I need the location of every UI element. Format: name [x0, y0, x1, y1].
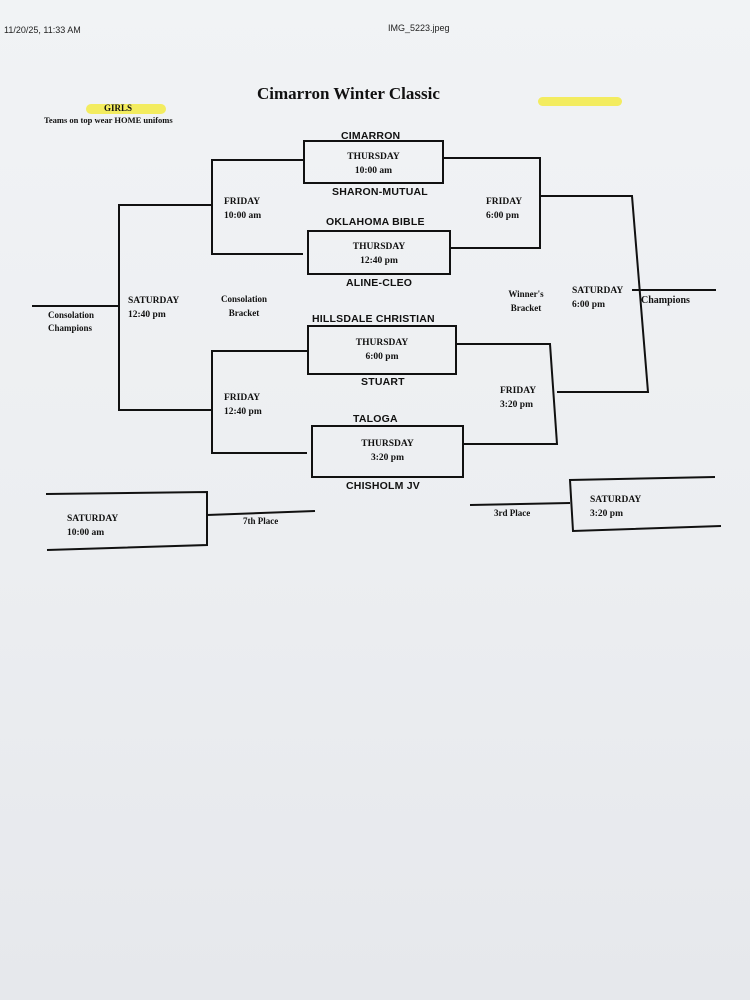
third-place-label: 3rd Place [494, 508, 531, 518]
game-thursday-4: THURSDAY 3:20 pm [311, 437, 464, 465]
team-oklahoma-bible: OKLAHOMA BIBLE [326, 216, 425, 228]
game-time: 10:00 am [354, 166, 393, 176]
game-day: SATURDAY [572, 286, 624, 296]
uniform-note: Teams on top wear HOME unifoms [44, 115, 173, 125]
game-thursday-2: THURSDAY 12:40 pm [307, 240, 451, 268]
game-time: 3:20 pm [500, 400, 533, 410]
game-friday-cons-top: FRIDAY 10:00 am [224, 195, 261, 223]
winners-bracket-label: Winner's Bracket [500, 287, 552, 315]
label-line: Consolation [220, 294, 267, 304]
game-time: 6:00 pm [486, 211, 519, 221]
team-sharon-mutual: SHARON-MUTUAL [332, 186, 428, 198]
line-win-final [540, 195, 650, 393]
team-taloga: TALOGA [353, 413, 398, 425]
game-day: THURSDAY [361, 439, 414, 449]
team-cimarron: CIMARRON [341, 130, 401, 142]
game-day: FRIDAY [486, 197, 523, 207]
game-saturday-cons: SATURDAY 12:40 pm [128, 294, 179, 322]
team-hillsdale-christian: HILLSDALE CHRISTIAN [312, 313, 435, 325]
line-cons-bot [211, 350, 307, 454]
highlight-right [538, 97, 622, 106]
game-box-thursday-1 [303, 140, 444, 184]
line-cons-top [211, 159, 303, 255]
game-time: 10:00 am [224, 211, 262, 221]
game-thursday-1: THURSDAY 10:00 am [303, 150, 444, 178]
game-day: SATURDAY [590, 495, 642, 505]
game-box-thursday-2 [307, 230, 451, 275]
print-filename: IMG_5223.jpeg [388, 23, 450, 33]
game-day: SATURDAY [67, 514, 119, 524]
team-stuart: STUART [361, 376, 405, 388]
print-timestamp: 11/20/25, 11:33 AM [4, 25, 81, 35]
seventh-place-label: 7th Place [243, 516, 279, 526]
line-win-top [443, 157, 541, 249]
game-saturday-7th: SATURDAY 10:00 am [67, 512, 118, 540]
line-3rd-box [568, 476, 722, 533]
game-day: FRIDAY [500, 386, 537, 396]
game-saturday-3rd: SATURDAY 3:20 pm [590, 493, 641, 521]
game-day: FRIDAY [224, 197, 261, 207]
champions-label: Champions [641, 295, 690, 306]
game-box-thursday-4 [311, 425, 464, 478]
game-time: 12:40 pm [128, 310, 166, 320]
game-time: 6:00 pm [365, 352, 399, 362]
line-3rd-place [469, 502, 571, 506]
label-line: Bracket [228, 308, 260, 318]
division-label: GIRLS [104, 103, 133, 113]
game-saturday-champ: SATURDAY 6:00 pm [572, 284, 623, 312]
line-win-bot [456, 343, 559, 445]
game-friday-win-bot: FRIDAY 3:20 pm [500, 384, 536, 412]
game-time: 3:20 pm [371, 453, 404, 463]
label-line: Consolation [48, 310, 95, 320]
game-time: 12:40 pm [360, 256, 398, 266]
game-thursday-3: THURSDAY 6:00 pm [307, 336, 457, 364]
game-friday-cons-bot: FRIDAY 12:40 pm [224, 391, 262, 419]
game-time: 12:40 pm [224, 407, 262, 417]
game-time: 6:00 pm [572, 300, 605, 310]
team-chisholm-jv: CHISHOLM JV [346, 480, 420, 492]
label-line: Bracket [510, 303, 542, 313]
game-time: 10:00 am [67, 528, 105, 538]
line-7th-box [45, 490, 208, 551]
game-day: THURSDAY [355, 338, 409, 348]
consolation-champions-label: Consolation Champions [48, 309, 94, 335]
game-time: 3:20 pm [590, 509, 623, 519]
highlight-girls [86, 104, 166, 114]
line-cons-final [118, 204, 212, 411]
game-box-thursday-3 [307, 325, 457, 375]
game-day: THURSDAY [352, 242, 406, 252]
game-friday-win-top: FRIDAY 6:00 pm [486, 195, 522, 223]
game-day: FRIDAY [224, 393, 261, 403]
label-line: Champions [48, 323, 93, 333]
team-aline-cleo: ALINE-CLEO [346, 277, 413, 289]
game-day: SATURDAY [128, 296, 180, 306]
game-day: THURSDAY [347, 152, 400, 162]
line-7th-place [206, 510, 316, 516]
consolation-bracket-label: Consolation Bracket [212, 292, 276, 320]
label-line: Winner's [508, 289, 544, 299]
page-title: Cimarron Winter Classic [257, 84, 440, 103]
